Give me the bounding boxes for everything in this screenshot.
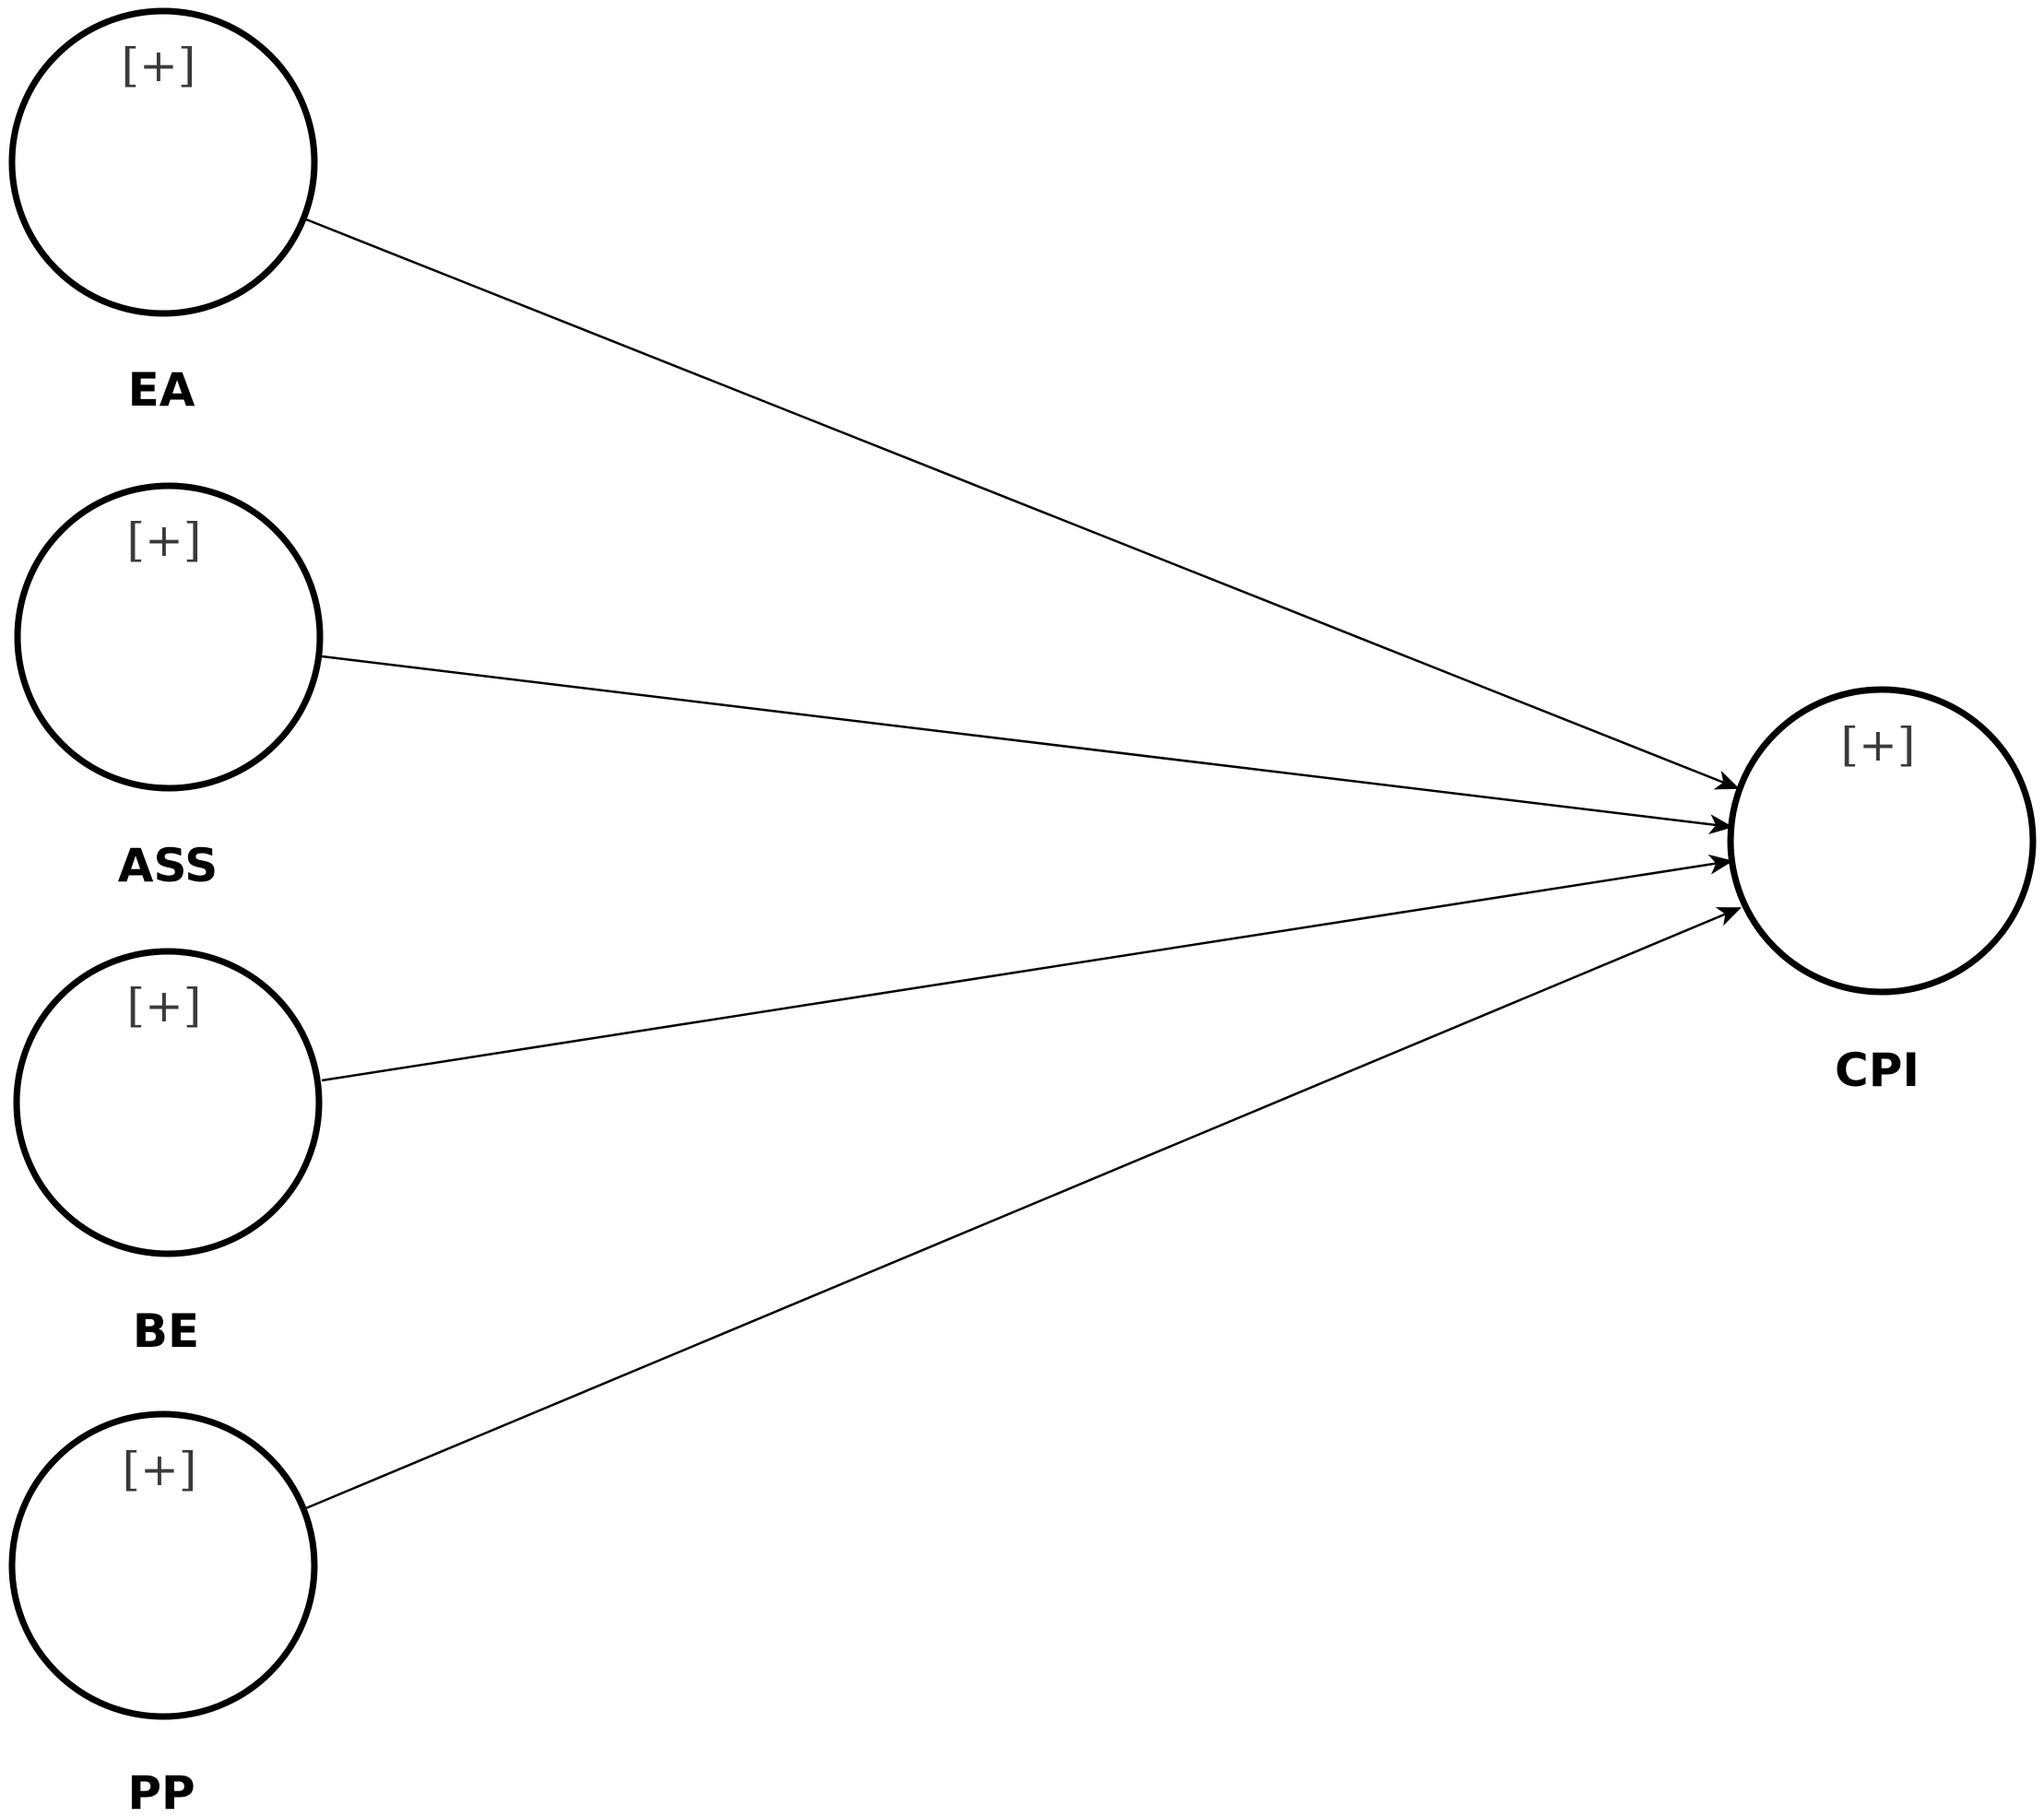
node-cpi-expand-icon[interactable]: [+] xyxy=(1841,718,1916,772)
node-cpi-circle xyxy=(1727,686,2037,996)
edge-ass-to-cpi xyxy=(321,655,1733,835)
edges xyxy=(305,218,1742,1510)
edge-pp-to-cpi xyxy=(305,906,1742,1510)
node-pp[interactable]: [+] PP xyxy=(8,1410,318,1817)
node-pp-expand-icon[interactable]: [+] xyxy=(123,1443,197,1496)
node-cpi-label: CPI xyxy=(1835,1044,1920,1097)
node-be-circle xyxy=(13,948,323,1257)
node-ass-label: ASS xyxy=(118,839,218,892)
node-ass-circle xyxy=(14,482,324,792)
node-pp-label: PP xyxy=(127,1766,195,1817)
edge-ea-to-cpi xyxy=(305,218,1740,790)
node-be-expand-icon[interactable]: [+] xyxy=(127,979,202,1032)
node-ea-expand-icon[interactable]: [+] xyxy=(122,39,196,92)
node-ass-expand-icon[interactable]: [+] xyxy=(127,513,202,567)
node-be-label: BE xyxy=(133,1304,199,1358)
node-ea-label: EA xyxy=(128,363,195,417)
node-ea-circle xyxy=(8,7,318,317)
node-ea[interactable]: [+] EA xyxy=(8,7,318,417)
node-ass[interactable]: [+] ASS xyxy=(14,482,324,892)
node-be[interactable]: [+] BE xyxy=(13,948,323,1358)
edge-be-to-cpi xyxy=(321,854,1733,1082)
node-pp-circle xyxy=(8,1410,318,1720)
node-cpi[interactable]: [+] CPI xyxy=(1727,686,2037,1097)
